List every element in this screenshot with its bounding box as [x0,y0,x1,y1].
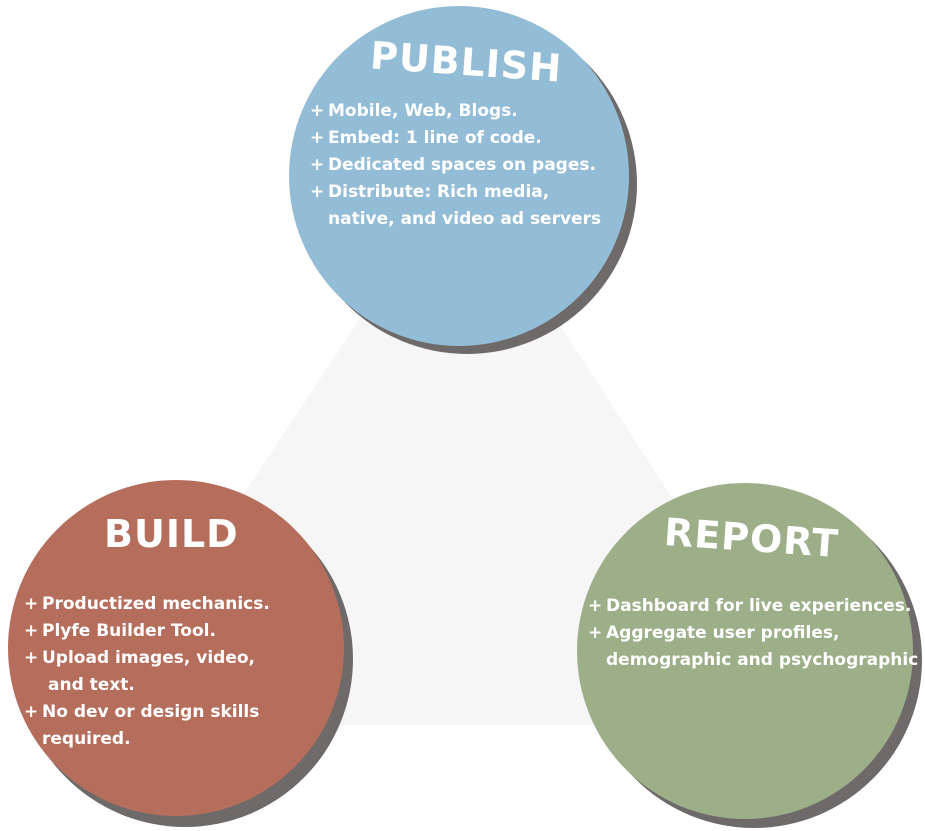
bullet-item: +Mobile, Web, Blogs. [310,98,601,125]
plus-icon: + [310,182,325,202]
bullet-item: +Productized mechanics. [24,591,270,618]
plus-icon: + [24,702,39,722]
bullet-text: Dashboard for live experiences. [606,596,912,616]
bullet-text: Plyfe Builder Tool. [42,621,216,641]
plus-icon: + [24,648,39,668]
bullet-text: Distribute: Rich media, [328,182,550,202]
build-circle [8,480,344,816]
bullet-text: No dev or design skills [42,702,260,722]
bullet-item: +Distribute: Rich media, [310,179,601,206]
plus-icon: + [588,623,603,643]
plus-icon: + [310,155,325,175]
plus-icon: + [310,101,325,121]
bullet-continuation: required. [42,729,131,749]
bullet-continuation: demographic and psychographic [606,650,919,670]
bullet-item: +Upload images, video, [24,645,270,672]
plus-icon: + [310,128,325,148]
bullet-continuation: native, and video ad servers [328,209,602,229]
bullet-item: +Plyfe Builder Tool. [24,618,270,645]
plus-icon: + [588,596,603,616]
bullet-item: +Dedicated spaces on pages. [310,152,601,179]
bullet-item: +No dev or design skills [24,699,270,726]
publish-circle [289,6,629,346]
report-bullet-list: +Dashboard for live experiences. +Aggreg… [588,593,918,674]
plus-icon: + [24,621,39,641]
bullet-text: Aggregate user profiles, [606,623,840,643]
bullet-text: Mobile, Web, Blogs. [328,101,518,121]
bullet-item: +Embed: 1 line of code. [310,125,601,152]
bullet-continuation: and text. [48,675,135,695]
publish-bullet-list: +Mobile, Web, Blogs. +Embed: 1 line of c… [310,98,601,233]
plus-icon: + [24,594,39,614]
bullet-item: +Aggregate user profiles, [588,620,918,647]
bullet-text: Productized mechanics. [42,594,270,614]
build-title: BUILD [104,512,239,556]
report-circle [577,483,913,819]
bullet-text: Upload images, video, [42,648,255,668]
bullet-text: Dedicated spaces on pages. [328,155,596,175]
bullet-item: +Dashboard for live experiences. [588,593,918,620]
bullet-text: Embed: 1 line of code. [328,128,542,148]
build-bullet-list: +Productized mechanics. +Plyfe Builder T… [24,591,270,753]
